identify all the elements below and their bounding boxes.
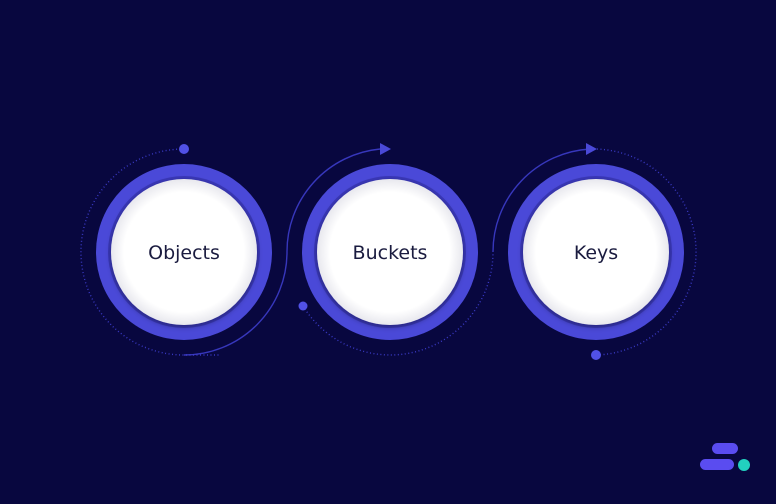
node-buckets: Buckets xyxy=(302,164,478,340)
connector-buckets-keys xyxy=(492,148,591,253)
brand-logo-icon xyxy=(700,441,756,475)
node-label: Objects xyxy=(148,242,220,264)
orbit-keys xyxy=(589,148,697,356)
node-objects: Objects xyxy=(96,164,272,340)
node-keys: Keys xyxy=(508,164,684,340)
orbit-objects xyxy=(80,148,220,356)
node-label: Keys xyxy=(574,242,618,264)
node-disc xyxy=(111,179,257,325)
node-disc xyxy=(317,179,463,325)
connector-paths xyxy=(80,148,697,356)
start-dot xyxy=(179,144,189,154)
end-dot xyxy=(591,350,601,360)
mid-dot xyxy=(298,301,308,311)
arrow-icon xyxy=(380,143,391,155)
connector-objects-buckets xyxy=(183,148,381,356)
node-disc xyxy=(523,179,669,325)
arrow-icon xyxy=(586,143,597,155)
node-label: Buckets xyxy=(353,242,428,264)
logo-bar-bottom xyxy=(700,459,734,470)
logo-dot xyxy=(738,459,750,471)
logo-bar-top xyxy=(712,443,738,454)
